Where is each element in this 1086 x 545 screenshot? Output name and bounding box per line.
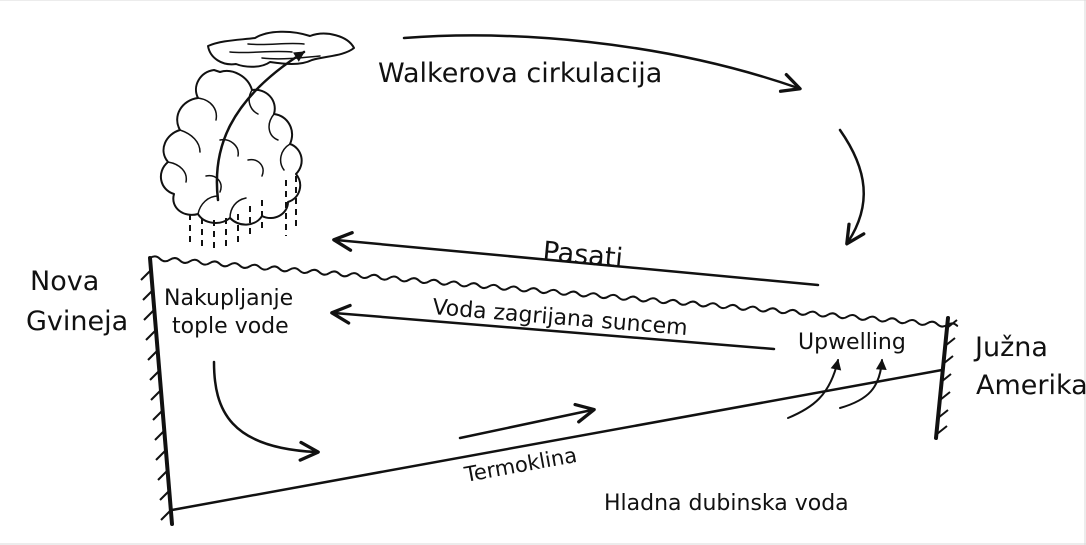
cumulonimbus-cloud-icon: [159, 30, 355, 226]
left-coast: [140, 256, 174, 526]
nakupljanje-label-line1: Nakupljanje: [164, 286, 293, 311]
nova-gvineja-label-line2: Gvineja: [26, 306, 128, 337]
sea-surface-line: [149, 255, 959, 328]
right-coast: [934, 316, 958, 440]
pasati-arrow: [332, 231, 820, 287]
voda-zagrijana-arrow: [330, 303, 776, 351]
termoklina-label: Termoklina: [462, 443, 579, 487]
juzna-amerika-label-line1: Južna: [973, 332, 1048, 363]
juzna-amerika-label-line2: Amerika: [976, 370, 1086, 401]
voda-label: Voda zagrijana suncem: [432, 295, 689, 341]
walker-circulation-arrow-top: [402, 34, 802, 93]
upwelling-arrow-2: [839, 358, 887, 409]
warm-pool-down-arrow: [212, 360, 320, 462]
thermocline-flow-arrow: [458, 402, 596, 440]
upwelling-arrow-1: [787, 358, 842, 419]
nova-gvineja-label-line1: Nova: [30, 266, 99, 297]
walker-circulation-arrow-right: [838, 128, 866, 246]
upwelling-label: Upwelling: [798, 330, 906, 355]
nakupljanje-label-line2: tople vode: [172, 314, 289, 339]
walker-label: Walkerova cirkulacija: [378, 58, 662, 89]
hladna-label: Hladna dubinska voda: [604, 491, 849, 516]
pasati-label: Pasati: [541, 236, 624, 274]
thermocline-line: [171, 368, 943, 512]
rain-icon: [189, 176, 297, 250]
